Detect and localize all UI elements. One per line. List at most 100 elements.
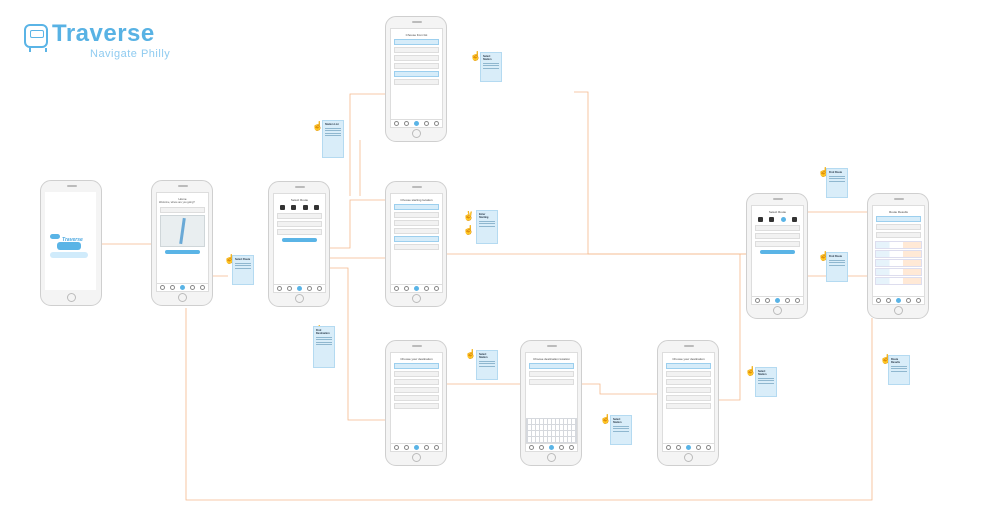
list-item[interactable] [394,395,439,401]
list-item[interactable] [666,387,711,393]
home-button[interactable] [295,294,304,303]
more-tab-icon[interactable] [200,285,206,290]
table-row[interactable] [875,268,922,276]
route-tab-icon[interactable] [774,298,780,303]
route-tab-icon[interactable] [413,445,419,450]
home-button[interactable] [894,306,903,315]
more-tab-icon[interactable] [434,286,440,291]
subway-icon[interactable] [302,205,308,210]
star-tab-icon[interactable] [424,286,430,291]
home-button[interactable] [412,453,421,462]
home-button[interactable] [67,293,76,302]
more-tab-icon[interactable] [434,445,440,450]
clock-tab-icon[interactable] [169,285,175,290]
search-input[interactable] [394,371,439,377]
suggestion-item[interactable] [529,379,574,385]
route-tab-icon[interactable] [179,285,185,290]
list-item[interactable] [394,403,439,409]
more-tab-icon[interactable] [795,298,801,303]
home-tab-icon[interactable] [875,298,881,303]
list-item[interactable] [394,228,439,234]
clock-tab-icon[interactable] [286,286,292,291]
bus-icon[interactable] [758,217,764,222]
list-item[interactable] [394,79,439,85]
star-tab-icon[interactable] [696,445,702,450]
star-tab-icon[interactable] [785,298,791,303]
clock-tab-icon[interactable] [403,445,409,450]
list-item[interactable] [394,236,439,242]
search-input[interactable] [666,371,711,377]
home-tab-icon[interactable] [159,285,165,290]
time-input[interactable] [755,241,800,247]
list-item[interactable] [394,39,439,45]
route-tab-icon[interactable] [895,298,901,303]
home-tab-icon[interactable] [393,286,399,291]
more-tab-icon[interactable] [916,298,922,303]
star-tab-icon[interactable] [906,298,912,303]
more-tab-icon[interactable] [317,286,323,291]
search-input[interactable] [529,371,574,377]
star-tab-icon[interactable] [559,445,565,450]
home-tab-icon[interactable] [665,445,671,450]
list-item[interactable] [394,55,439,61]
route-tab-icon[interactable] [685,445,691,450]
list-item[interactable] [394,244,439,250]
start-input[interactable] [277,213,322,219]
train-icon[interactable] [291,205,297,210]
find-route-button[interactable] [760,250,795,254]
subway-icon[interactable] [780,217,786,222]
time-input[interactable] [277,229,322,235]
current-location-item[interactable] [666,363,711,369]
list-item[interactable] [394,379,439,385]
map-view[interactable] [160,215,205,247]
home-button[interactable] [773,306,782,315]
clock-tab-icon[interactable] [885,298,891,303]
clock-tab-icon[interactable] [675,445,681,450]
current-location-item[interactable] [529,363,574,369]
find-station-button[interactable] [165,250,200,254]
route-tab-icon[interactable] [413,286,419,291]
keyboard[interactable] [526,418,577,444]
star-tab-icon[interactable] [190,285,196,290]
more-tab-icon[interactable] [706,445,712,450]
star-tab-icon[interactable] [424,445,430,450]
current-location-item[interactable] [394,363,439,369]
home-tab-icon[interactable] [754,298,760,303]
table-row[interactable] [875,277,922,285]
list-item[interactable] [394,387,439,393]
find-route-button[interactable] [282,238,317,242]
route-tab-icon[interactable] [548,445,554,450]
destination-field[interactable] [876,232,921,238]
trolley-icon[interactable] [313,205,319,210]
list-item[interactable] [666,403,711,409]
current-location-item[interactable] [394,204,439,210]
route-tab-icon[interactable] [413,121,419,126]
trolley-icon[interactable] [791,217,797,222]
route-tab-icon[interactable] [296,286,302,291]
table-row[interactable] [875,241,922,249]
bus-icon[interactable] [280,205,286,210]
list-item[interactable] [394,63,439,69]
search-input[interactable] [394,212,439,218]
list-item[interactable] [394,71,439,77]
home-button[interactable] [684,453,693,462]
list-item[interactable] [394,47,439,53]
home-button[interactable] [412,294,421,303]
destination-input[interactable] [277,221,322,227]
clock-tab-icon[interactable] [403,121,409,126]
home-button[interactable] [412,129,421,138]
home-tab-icon[interactable] [393,445,399,450]
clock-tab-icon[interactable] [538,445,544,450]
home-tab-icon[interactable] [276,286,282,291]
destination-input[interactable] [755,233,800,239]
more-tab-icon[interactable] [434,121,440,126]
star-tab-icon[interactable] [307,286,313,291]
table-row[interactable] [875,259,922,267]
list-item[interactable] [666,379,711,385]
clock-tab-icon[interactable] [764,298,770,303]
start-field[interactable] [876,224,921,230]
start-input[interactable] [755,225,800,231]
home-tab-icon[interactable] [393,121,399,126]
home-tab-icon[interactable] [528,445,534,450]
list-item[interactable] [394,220,439,226]
